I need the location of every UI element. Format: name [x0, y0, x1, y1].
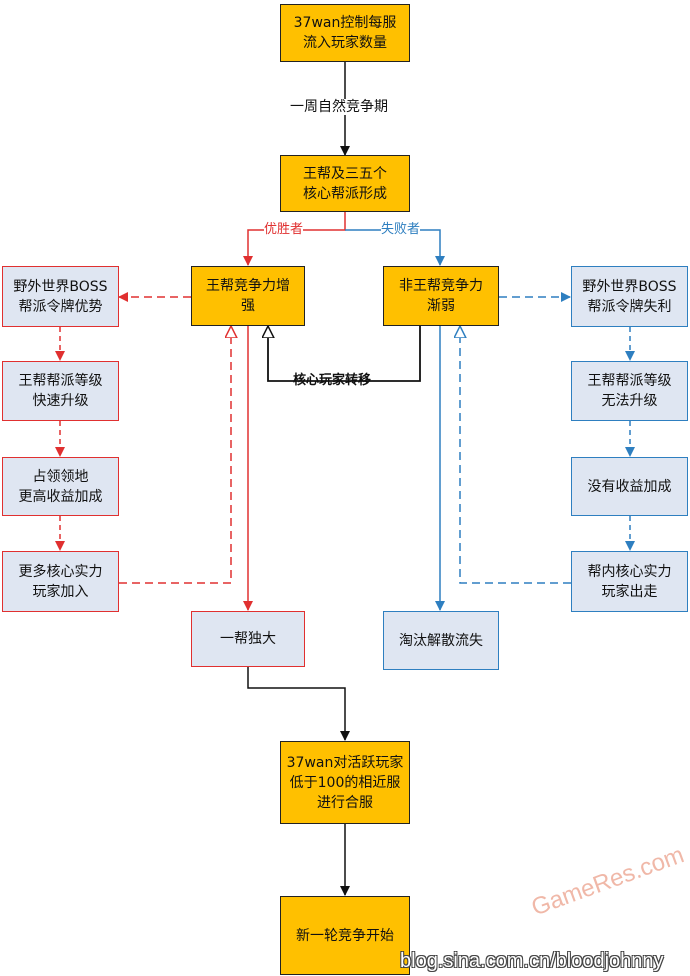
edge-label-transfer: 核心玩家转移 [293, 373, 372, 388]
node-left-boss-advantage: 野外世界BOSS 帮派令牌优势 [2, 266, 119, 327]
node-left-territory-bonus: 占领领地 更高收益加成 [2, 457, 119, 516]
edge-r4-n4 [460, 332, 571, 584]
edge-n2-n3 [243, 212, 346, 266]
node-right-no-bonus: 没有收益加成 [571, 457, 688, 516]
node-server-merge: 37wan对活跃玩家 低于100的相近服 进行合服 [280, 741, 410, 824]
node-left-level-up-fast: 王帮帮派等级 快速升级 [2, 361, 119, 421]
edge-label-period: 一周自然竞争期 [290, 99, 388, 115]
edge-transfer [268, 326, 421, 382]
edge-label-winner: 优胜者 [264, 222, 304, 238]
node-left-more-core-players: 更多核心实力 玩家加入 [2, 551, 119, 612]
node-king-guild-stronger: 王帮竞争力增 强 [191, 266, 305, 326]
node-right-boss-loss: 野外世界BOSS 帮派令牌失利 [571, 266, 688, 327]
edge-n2-n4 [345, 229, 445, 266]
node-37wan-control: 37wan控制每服 流入玩家数量 [280, 4, 410, 62]
node-eliminated-disbanded: 淘汰解散流失 [383, 611, 499, 670]
watermark-url: blog.sina.com.cn/bloodjohnny [400, 950, 664, 972]
node-other-guilds-weaker: 非王帮竞争力 渐弱 [383, 266, 499, 326]
node-new-round: 新一轮竞争开始 [280, 896, 410, 975]
node-right-level-blocked: 王帮帮派等级 无法升级 [571, 361, 688, 421]
edge-l4-n3 [119, 332, 231, 584]
node-core-guilds-formed: 王帮及三五个 核心帮派形成 [280, 155, 410, 212]
edge-d1-m1 [247, 667, 350, 741]
edge-label-loser: 失败者 [381, 222, 421, 238]
node-right-core-players-leave: 帮内核心实力 玩家出走 [571, 551, 688, 612]
node-one-guild-dominates: 一帮独大 [191, 611, 305, 667]
